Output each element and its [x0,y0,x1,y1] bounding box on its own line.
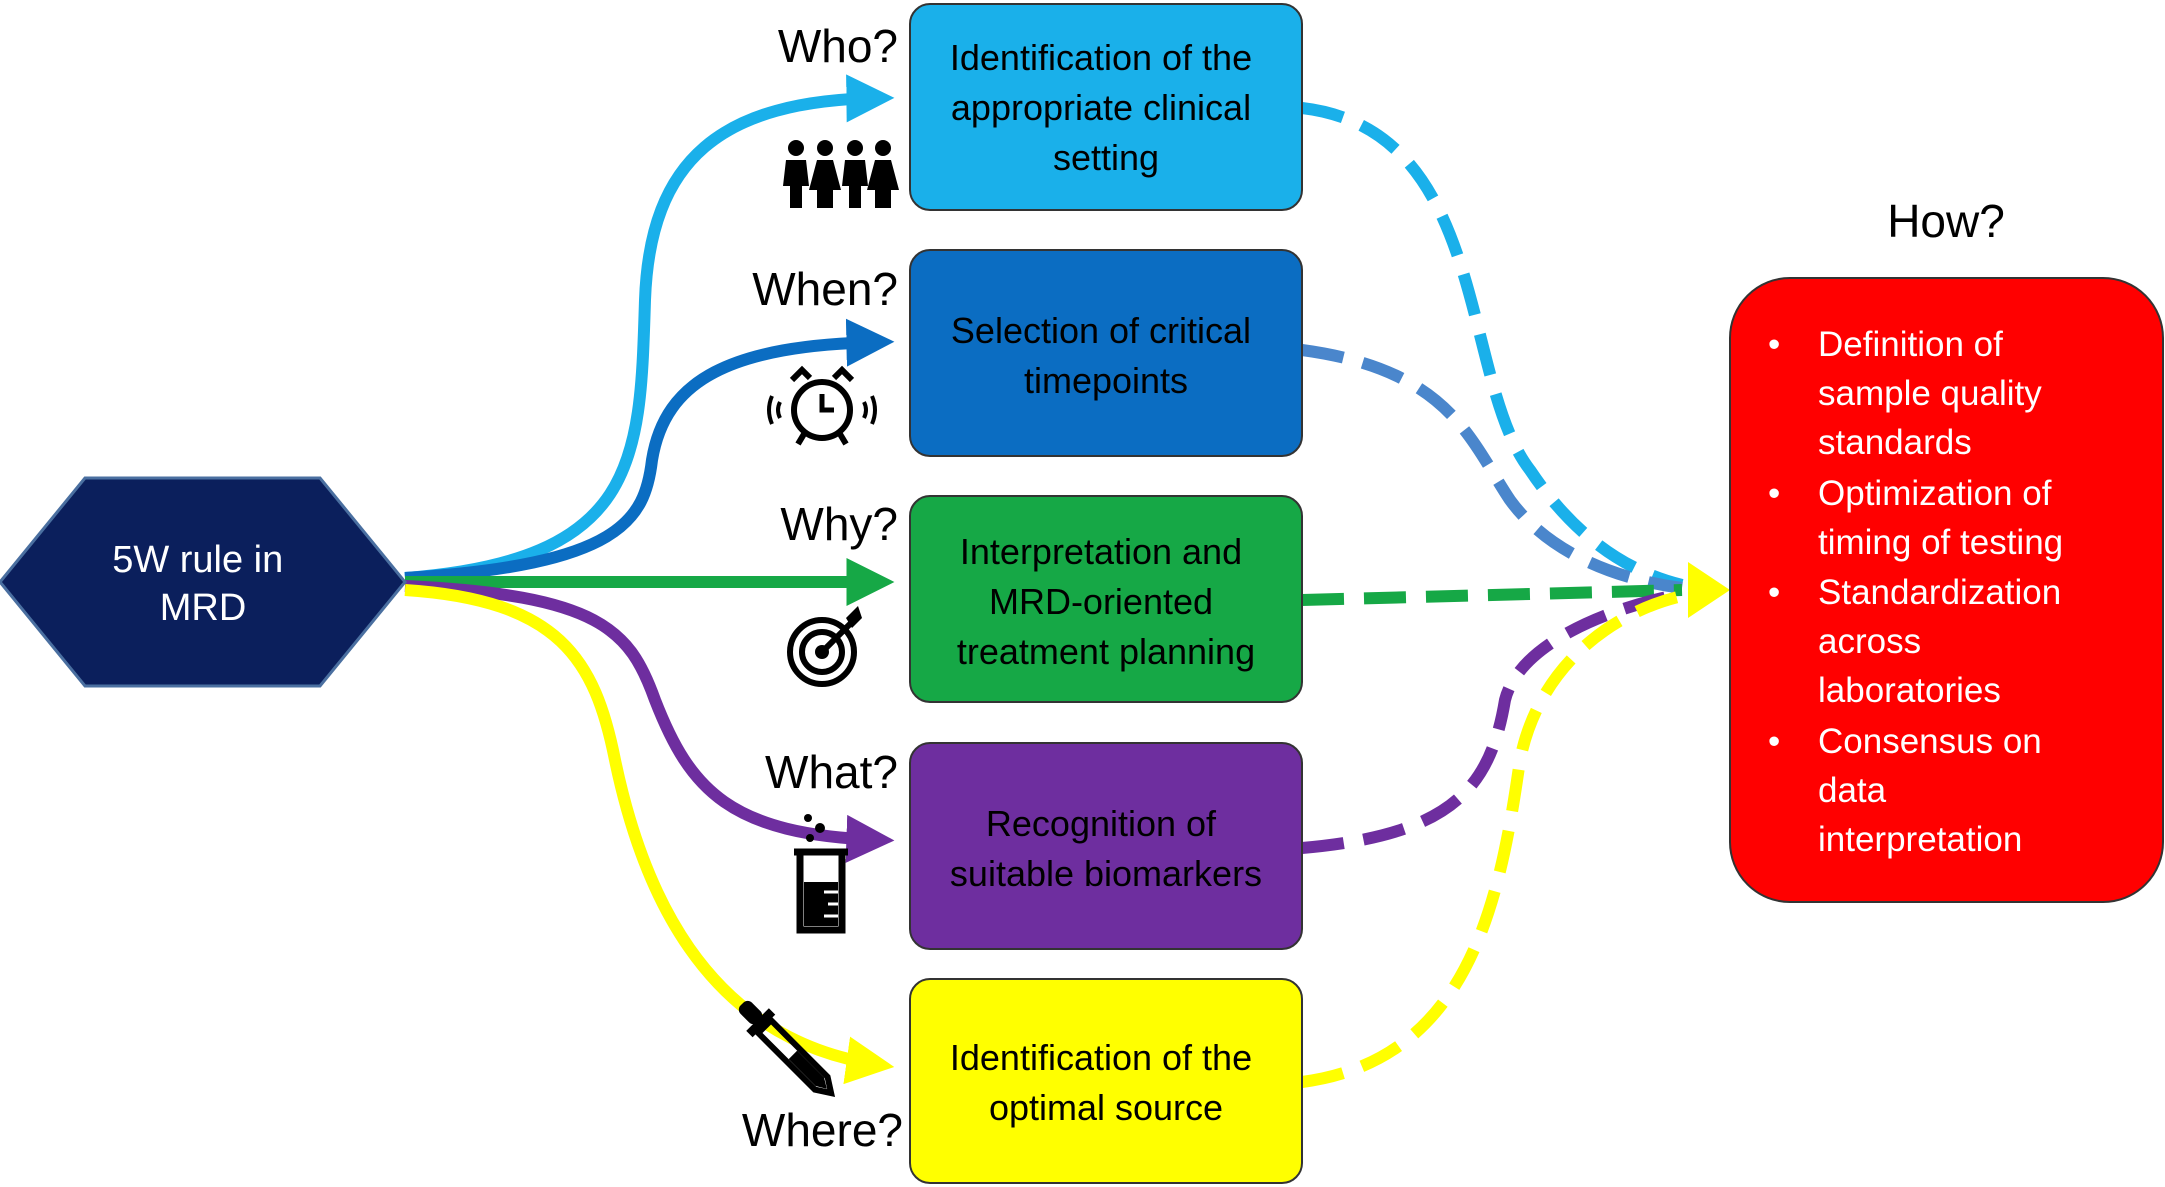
how-bullet-3: • [1768,573,1780,612]
box-why-line-3: treatment planning [957,631,1255,672]
how-item-2-line-2: timing of testing [1818,523,2063,562]
how-item-3-line-3: laboratories [1818,671,2001,710]
how-item-4-line-1: Consensus on [1818,722,2042,761]
people-icon [783,140,899,208]
arrow-what [404,580,895,863]
branch-box-who: Identification of the appropriate clinic… [909,3,1303,211]
box-where-line-1: Identification of the [950,1037,1252,1078]
question-where: Where? [742,1104,903,1156]
how-item-2-line-1: Optimization of [1818,474,2052,513]
box-what-line-2: suitable biomarkers [950,853,1262,894]
how-title: How? [1887,195,2005,247]
box-what-line-1: Recognition of [986,803,1217,844]
branch-box-why: Interpretation and MRD-oriented treatmen… [909,495,1303,703]
question-when: When? [752,263,898,315]
dropper-icon [738,1000,836,1098]
box-when-line-1: Selection of critical [951,310,1251,351]
how-bullet-4: • [1768,722,1780,761]
dashed-connector-who [1301,102,1684,591]
box-what-label: Recognition of suitable biomarkers [950,803,1262,894]
how-bullet-2: • [1768,474,1780,513]
dashed-connector-why [1301,584,1683,606]
how-item-4-line-3: interpretation [1818,820,2022,859]
how-box [1729,277,2164,903]
arrow-who [404,74,895,584]
box-where-line-2: optimal source [989,1087,1223,1128]
box-who-line-2: appropriate clinical [951,87,1251,128]
box-why-line-1: Interpretation and [960,531,1242,572]
how-item-3-line-1: Standardization [1818,573,2061,612]
hub-hexagon [0,476,407,688]
box-when-line-2: timepoints [1024,360,1188,401]
box-who [909,3,1303,211]
branch-arrows [404,74,895,1085]
question-what: What? [765,746,898,798]
hub-line-2: MRD [160,587,247,629]
how-arrowhead [1688,562,1730,618]
box-who-line-3: setting [1053,137,1159,178]
dashed-connector-when [1301,344,1683,594]
box-why-label: Interpretation and MRD-oriented treatmen… [957,531,1255,672]
box-why-line-2: MRD-oriented [989,581,1213,622]
branch-box-where: Identification of the optimal source [909,978,1303,1184]
box-why [909,495,1303,703]
box-who-line-1: Identification of the [950,37,1252,78]
hub-line-1: 5W rule in [112,539,283,581]
box-who-label: Identification of the appropriate clinic… [950,37,1262,178]
how-item-4-line-2: data [1818,771,1887,810]
alarm-clock-icon [767,365,877,446]
how-list: • Definition of sample quality standards… [1768,325,2071,859]
how-panel: • Definition of sample quality standards… [1729,277,2164,903]
how-item-3: Standardization across laboratories [1818,573,2071,710]
box-what [909,742,1303,950]
dashed-connector-where [1301,590,1684,1088]
dashed-connector-what [1301,588,1684,854]
how-item-1-line-3: standards [1818,423,1972,462]
how-item-1-line-1: Definition of [1818,325,2003,364]
how-item-3-line-2: across [1818,622,1921,661]
question-why: Why? [780,498,898,550]
question-who: Who? [778,20,898,72]
box-when-label: Selection of critical timepoints [951,310,1261,401]
box-where [909,978,1303,1184]
arrow-when [404,318,895,584]
box-where-label: Identification of the optimal source [950,1037,1262,1128]
branch-box-when: Selection of critical timepoints [909,249,1303,457]
dashed-connectors [1301,102,1684,1088]
how-bullet-1: • [1768,325,1780,364]
box-when [909,249,1303,457]
branch-box-what: Recognition of suitable biomarkers [909,742,1303,950]
target-icon [787,606,862,687]
how-item-1-line-2: sample quality [1818,374,2042,413]
hub: 5W rule in MRD [0,476,407,688]
beaker-icon [794,814,848,934]
how-item-2: Optimization of timing of testing [1818,474,2063,562]
hub-label: 5W rule in MRD [112,539,294,629]
how-item-1: Definition of sample quality standards [1818,325,2051,462]
how-item-4: Consensus on data interpretation [1818,722,2052,859]
